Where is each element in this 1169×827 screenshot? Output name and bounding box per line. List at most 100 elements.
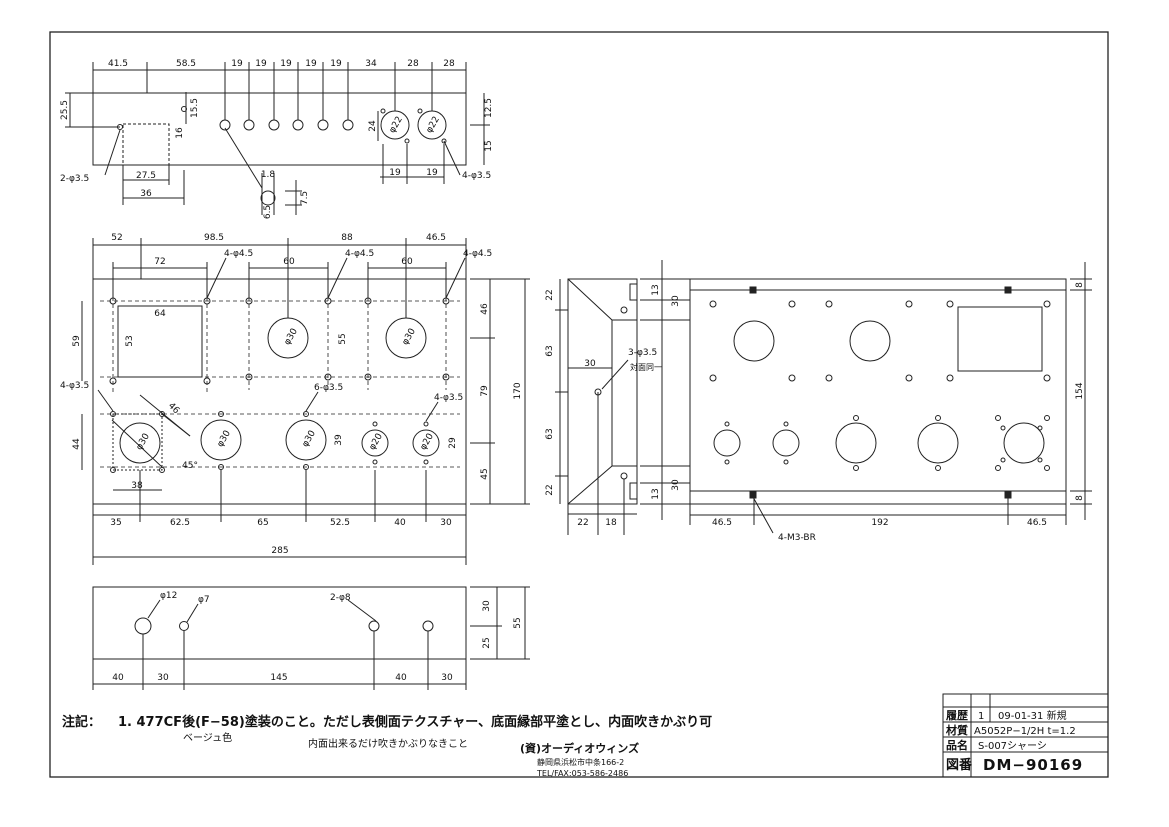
- dim-label: 63: [545, 345, 555, 356]
- hole-callout: φ12: [160, 591, 177, 601]
- dim-label: 170: [513, 382, 523, 399]
- notes-prefix: 注記：: [62, 714, 101, 730]
- hole-callout: 3-φ3.5: [628, 348, 657, 358]
- dim-label: 53: [125, 335, 135, 346]
- dim-label: 28: [407, 59, 419, 69]
- hole-callout: 4-φ3.5: [434, 393, 463, 403]
- side-view-outline: [567, 278, 638, 505]
- side-view-labels: 22 63 63 22 13 30 30 13 30 3-φ3.5 対面同一 2…: [545, 284, 681, 528]
- dim-label: 40: [395, 673, 407, 683]
- hole-label: φ30: [135, 432, 152, 452]
- mount-hole: [423, 459, 429, 465]
- top-hole: [268, 119, 280, 131]
- title-block-text: 履歴 1 09-01-31 新規 材質 A5052P−1/2H t=1.2 品名…: [946, 709, 1082, 774]
- material-value: A5052P−1/2H t=1.2: [974, 726, 1076, 737]
- dim-label: 39: [334, 434, 344, 446]
- dim-label: 19: [305, 59, 317, 69]
- dim-label: 192: [871, 518, 888, 528]
- part-name-label: 品名: [946, 738, 968, 752]
- bottom-view: [92, 586, 530, 690]
- dim-label: 64: [154, 309, 166, 319]
- hole-callout: 4-φ4.5: [224, 249, 253, 259]
- dim-label: 72: [154, 257, 165, 267]
- dim-label: 63: [545, 428, 555, 439]
- dim-label: 44: [72, 438, 82, 450]
- dim-label: 58.5: [176, 59, 196, 69]
- back-view: [689, 262, 1092, 534]
- mount-hole: [372, 459, 378, 465]
- dim-label: 46.5: [1027, 518, 1047, 528]
- company-name: (資)オーディオウィンズ: [520, 741, 639, 755]
- hole-label: φ20: [368, 432, 385, 452]
- history-number: 1: [978, 711, 984, 722]
- hole-callout: 4-φ3.5: [462, 171, 491, 181]
- dim-label: 15.5: [190, 98, 200, 118]
- dim-label: 29: [448, 437, 458, 449]
- dim-label: 13: [651, 284, 661, 295]
- dim-label: 55: [513, 617, 523, 628]
- hole-label: φ30: [283, 327, 300, 347]
- tube-socket-hole: [285, 419, 327, 461]
- mount-hole: [159, 467, 165, 473]
- dim-label: 22: [545, 484, 555, 495]
- top-view-cutout: [122, 123, 170, 166]
- dim-label: 36: [140, 189, 152, 199]
- main-view-outline: [92, 278, 467, 505]
- dim-label: 40: [112, 673, 124, 683]
- dim-label: 79: [480, 385, 490, 397]
- note-label: 対面同一: [630, 362, 662, 372]
- dim-label: 35: [110, 518, 121, 528]
- dim-label: 88: [341, 233, 353, 243]
- hole-callout: 4-M3-BR: [778, 533, 816, 543]
- notes: 注記： 1. 477CF後(F−58)塗装のこと。ただし表側面テクスチャー、底面…: [62, 714, 712, 778]
- dim-label: 8: [1075, 495, 1085, 501]
- notes-main: 1. 477CF後(F−58)塗装のこと。ただし表側面テクスチャー、底面縁部平塗…: [118, 714, 712, 730]
- dim-label: 60: [401, 257, 413, 267]
- small-socket-hole: [412, 429, 440, 457]
- mount-hole: [218, 411, 224, 417]
- dim-label: 34: [365, 59, 377, 69]
- dim-label: 18: [605, 518, 617, 528]
- dim-label: 46.5: [426, 233, 446, 243]
- company-tel: TEL/FAX:053-586-2486: [536, 769, 628, 778]
- dim-label: 25.5: [60, 100, 70, 120]
- dim-label: 30: [157, 673, 169, 683]
- side-tab: [629, 283, 638, 301]
- dim-label: 285: [271, 546, 288, 556]
- dim-label: 19: [280, 59, 292, 69]
- top-view-outline: [92, 92, 467, 166]
- side-tab: [629, 482, 638, 500]
- dim-label: 27.5: [136, 171, 156, 181]
- dim-label: 22: [545, 289, 555, 300]
- dim-label: 52: [111, 233, 122, 243]
- dim-label: 59: [72, 335, 82, 347]
- hole-label: φ30: [301, 429, 318, 449]
- rear-square-cutout: [957, 306, 1043, 372]
- top-hole: [342, 119, 354, 131]
- dim-label: 19: [389, 168, 401, 178]
- mount-hole: [372, 421, 378, 427]
- hole-callout: 4-φ4.5: [463, 249, 492, 259]
- angle-label: 45°: [182, 461, 198, 471]
- drawing-no-label: 図番: [946, 757, 973, 773]
- dim-label: 46.5: [712, 518, 732, 528]
- dim-label: 19: [426, 168, 438, 178]
- dim-label: 7.5: [300, 191, 310, 205]
- small-socket-hole: [361, 429, 389, 457]
- top-hole: [404, 138, 410, 144]
- dim-label: 6.5: [263, 205, 273, 219]
- material-label: 材質: [946, 723, 968, 737]
- dim-label: 30: [584, 359, 596, 369]
- company-address: 静岡県浜松市中条166-2: [537, 757, 624, 767]
- tube-socket-hole: [119, 422, 161, 464]
- dim-label: 28: [443, 59, 455, 69]
- tube-socket-hole: [200, 419, 242, 461]
- dim-label: 41.5: [108, 59, 128, 69]
- dim-label: 98.5: [204, 233, 224, 243]
- dim-label: 52.5: [330, 518, 350, 528]
- dim-label: 1.8: [261, 170, 276, 180]
- hole-label: φ30: [216, 429, 233, 449]
- title-block: [942, 693, 1109, 778]
- top-hole: [380, 108, 386, 114]
